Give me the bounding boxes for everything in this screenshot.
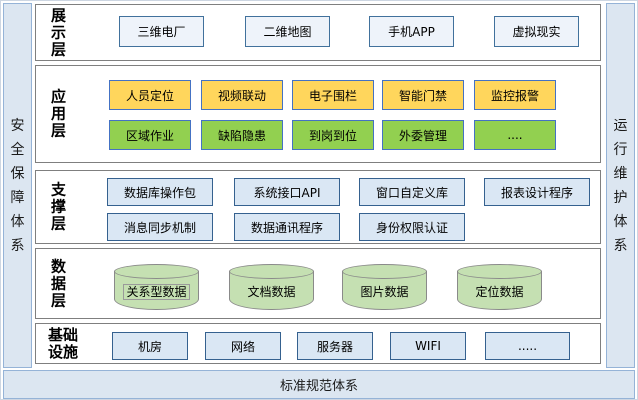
layer-data: 数据层 关系型数据 文档数据 图片数据 定位数据 bbox=[35, 248, 601, 319]
app-box-outsourcing: 外委管理 bbox=[382, 120, 464, 150]
cylinder-location-data: 定位数据 bbox=[457, 264, 542, 310]
cylinder-top-ellipse bbox=[229, 264, 314, 279]
support-box-identity-auth: 身份权限认证 bbox=[359, 213, 465, 241]
left-pillar: 安全保障体系 bbox=[3, 3, 32, 368]
infra-box-network: 网络 bbox=[205, 332, 281, 360]
bottom-pillar-label: 标准规范体系 bbox=[279, 379, 358, 394]
support-box-system-api: 系统接口API bbox=[234, 178, 340, 206]
support-box-message-sync: 消息同步机制 bbox=[107, 213, 213, 241]
infra-box-server: 服务器 bbox=[297, 332, 373, 360]
cylinder-body bbox=[457, 271, 542, 310]
cylinder-document-data: 文档数据 bbox=[229, 264, 314, 310]
layer-support-label: 支撑层 bbox=[50, 180, 66, 233]
cylinder-top-ellipse bbox=[342, 264, 427, 279]
cylinder-label: 图片数据 bbox=[360, 285, 409, 299]
cylinder-top-ellipse bbox=[457, 264, 542, 279]
bottom-pillar: 标准规范体系 bbox=[3, 370, 635, 399]
display-box-vr: 虚拟现实 bbox=[494, 16, 579, 47]
app-box-more-ellipsis: .... bbox=[474, 120, 556, 150]
infra-box-wifi: WIFI bbox=[390, 332, 466, 360]
support-box-data-comm: 数据通讯程序 bbox=[234, 213, 340, 241]
app-box-personnel-location: 人员定位 bbox=[109, 80, 191, 110]
display-box-3d-plant: 三维电厂 bbox=[119, 16, 204, 47]
cylinder-label: 关系型数据 bbox=[114, 283, 199, 300]
app-box-defect-hazard: 缺陷隐患 bbox=[201, 120, 283, 150]
layer-infrastructure-label: 基础设施 bbox=[47, 325, 78, 361]
layer-display-label: 展示层 bbox=[50, 6, 66, 58]
layer-infrastructure: 基础设施 机房 网络 服务器 WIFI ..... bbox=[35, 323, 601, 364]
cylinder-label: 定位数据 bbox=[475, 285, 524, 299]
app-box-area-work: 区域作业 bbox=[109, 120, 191, 150]
app-box-electronic-fence: 电子围栏 bbox=[292, 80, 374, 110]
infra-box-machine-room: 机房 bbox=[112, 332, 188, 360]
layer-support: 支撑层 数据库操作包 系统接口API 窗口自定义库 报表设计程序 消息同步机制 … bbox=[35, 170, 601, 244]
app-box-monitor-alarm: 监控报警 bbox=[474, 80, 556, 110]
infra-box-more-ellipsis: ..... bbox=[485, 332, 570, 360]
cylinder-top-ellipse bbox=[114, 264, 199, 279]
left-pillar-label: 安全保障体系 bbox=[10, 117, 25, 254]
cylinder-relational-data: 关系型数据 bbox=[114, 264, 199, 310]
app-box-video-linkage: 视频联动 bbox=[201, 80, 283, 110]
support-box-db-package: 数据库操作包 bbox=[107, 178, 213, 206]
support-box-report-design: 报表设计程序 bbox=[484, 178, 590, 206]
right-pillar-label: 运行维护体系 bbox=[613, 117, 628, 254]
layer-display: 展示层 三维电厂 二维地图 手机APP 虚拟现实 bbox=[35, 4, 601, 61]
layer-data-label: 数据层 bbox=[50, 257, 66, 309]
support-box-window-lib: 窗口自定义库 bbox=[359, 178, 465, 206]
app-box-smart-access: 智能门禁 bbox=[382, 80, 464, 110]
app-box-on-duty: 到岗到位 bbox=[292, 120, 374, 150]
cylinder-label: 文档数据 bbox=[247, 285, 296, 299]
layer-application: 应用层 人员定位 视频联动 电子围栏 智能门禁 监控报警 区域作业 缺陷隐患 到… bbox=[35, 65, 601, 163]
right-pillar: 运行维护体系 bbox=[606, 3, 635, 368]
layer-application-label: 应用层 bbox=[50, 87, 66, 140]
display-box-mobile-app: 手机APP bbox=[369, 16, 454, 47]
cylinder-image-data: 图片数据 bbox=[342, 264, 427, 310]
display-box-2d-map: 二维地图 bbox=[245, 16, 330, 47]
